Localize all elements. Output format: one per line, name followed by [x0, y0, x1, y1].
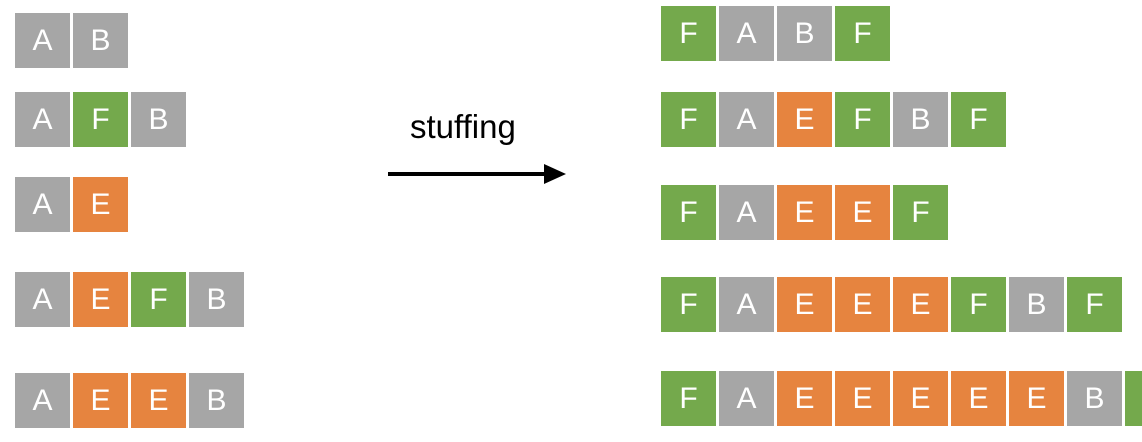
cell-a: A — [15, 92, 70, 147]
cell-e: E — [835, 277, 890, 332]
cell-b: B — [777, 6, 832, 61]
cell-e: E — [73, 177, 128, 232]
cell-a: A — [719, 6, 774, 61]
cell-f: F — [661, 277, 716, 332]
cell-e: E — [835, 371, 890, 426]
cell-f: F — [1067, 277, 1122, 332]
cell-a: A — [15, 177, 70, 232]
cell-e: E — [777, 371, 832, 426]
cell-e: E — [835, 185, 890, 240]
cell-f: F — [131, 272, 186, 327]
cell-e: E — [777, 185, 832, 240]
cell-e: E — [1009, 371, 1064, 426]
cell-e: E — [951, 371, 1006, 426]
cell-e: E — [73, 373, 128, 428]
cell-b: B — [893, 92, 948, 147]
cell-b: B — [131, 92, 186, 147]
cell-f: F — [73, 92, 128, 147]
cell-f: F — [835, 92, 890, 147]
cell-e: E — [777, 92, 832, 147]
cell-a: A — [15, 13, 70, 68]
cell-b: B — [189, 373, 244, 428]
cell-a: A — [15, 272, 70, 327]
cell-b: B — [1009, 277, 1064, 332]
cell-f: F — [835, 6, 890, 61]
cell-a: A — [719, 277, 774, 332]
cell-f: F — [661, 185, 716, 240]
cell-f: F — [661, 6, 716, 61]
cell-f: F — [893, 185, 948, 240]
cell-f: F — [951, 277, 1006, 332]
cell-a: A — [719, 92, 774, 147]
cell-b: B — [73, 13, 128, 68]
cell-e: E — [893, 277, 948, 332]
cell-f: F — [951, 92, 1006, 147]
cell-f: F — [1125, 371, 1142, 426]
cell-a: A — [15, 373, 70, 428]
cell-a: A — [719, 371, 774, 426]
cell-a: A — [719, 185, 774, 240]
cell-b: B — [189, 272, 244, 327]
stuffing-label: stuffing — [410, 108, 516, 145]
cell-f: F — [661, 371, 716, 426]
stuffed-row-5: FAEEEEEBF — [661, 371, 1142, 426]
cell-f: F — [661, 92, 716, 147]
right-arrow-icon — [388, 164, 566, 184]
cell-b: B — [1067, 371, 1122, 426]
cell-e: E — [73, 272, 128, 327]
cell-e: E — [777, 277, 832, 332]
cell-e: E — [893, 371, 948, 426]
cell-e: E — [131, 373, 186, 428]
